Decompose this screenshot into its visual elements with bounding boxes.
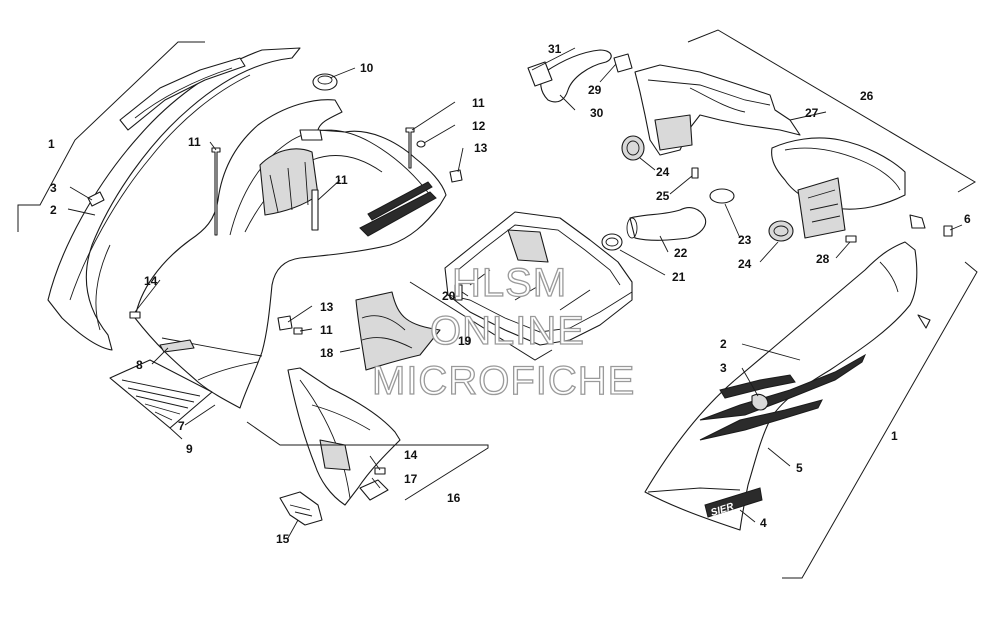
callout-13-bottom: 13 (320, 300, 334, 314)
callout-22: 22 (674, 246, 688, 260)
clip-6 (909, 214, 926, 229)
bracket-15 (279, 491, 323, 526)
callout-26: 26 (860, 89, 874, 103)
clip-13-top (449, 169, 463, 183)
grommet-24-top (621, 135, 645, 161)
rivet-14-lower (374, 467, 386, 475)
callout-30: 30 (590, 106, 604, 120)
callout-2-right: 2 (720, 337, 727, 351)
callout-25: 25 (656, 189, 670, 203)
callout-16: 16 (447, 491, 461, 505)
callout-11-a: 11 (472, 96, 485, 110)
watermark-line1: HLSM (452, 261, 567, 305)
callout-13-top: 13 (474, 141, 488, 155)
callout-18: 18 (320, 346, 334, 360)
left-side-panel (47, 47, 301, 351)
callout-28: 28 (816, 252, 830, 266)
bracket-26 (687, 29, 976, 193)
callout-21: 21 (672, 270, 686, 284)
callout-11-d: 11 (320, 323, 333, 337)
callout-24-right: 24 (738, 257, 752, 271)
clip-6b (943, 225, 953, 237)
callout-27: 27 (805, 106, 819, 120)
heat-shield-18 (355, 291, 441, 371)
bracket-16 (246, 421, 489, 501)
washer-12 (416, 140, 426, 148)
callout-11-c: 11 (335, 173, 348, 187)
callout-3-left: 3 (50, 181, 57, 195)
callout-9: 9 (186, 442, 193, 456)
callout-labels: 1 3 2 10 11 12 13 11 11 14 13 11 18 8 7 … (48, 42, 971, 546)
rivet-14-left (129, 311, 141, 319)
lower-assembly-16 (287, 367, 401, 506)
clip-13-bottom (277, 315, 293, 331)
callout-3-right: 3 (720, 361, 727, 375)
callout-23: 23 (738, 233, 752, 247)
callout-31: 31 (548, 42, 562, 56)
watermark: HLSM ONLINE MICROFICHE (371, 260, 635, 403)
callout-14-lower: 14 (404, 448, 418, 462)
hood-assembly (109, 99, 447, 429)
callout-24-top: 24 (656, 165, 670, 179)
ring-21 (601, 233, 623, 251)
leader-lines (67, 47, 963, 539)
boot-22 (629, 207, 707, 241)
callout-20: 20 (442, 289, 456, 303)
right-side-panel (644, 241, 931, 531)
callout-4: 4 (760, 516, 767, 530)
screw-28 (845, 235, 857, 243)
clip-20 (454, 284, 463, 301)
silencer-26 (634, 64, 906, 239)
callout-14-left: 14 (144, 274, 158, 288)
callout-5: 5 (796, 461, 803, 475)
callout-19: 19 (458, 334, 472, 348)
callout-12: 12 (472, 119, 486, 133)
bracket-1-right (782, 261, 978, 579)
callout-6: 6 (964, 212, 971, 226)
bracket-19 (409, 281, 553, 361)
callout-1-right: 1 (891, 429, 898, 443)
bracket-1-left (17, 41, 205, 232)
clamp-23 (709, 188, 735, 204)
callout-15: 15 (276, 532, 290, 546)
watermark-line2: ONLINE (430, 309, 585, 353)
grommet-24-right (768, 220, 794, 242)
screws-11 (211, 127, 415, 335)
callout-17: 17 (404, 472, 418, 486)
callout-7: 7 (178, 419, 185, 433)
callout-29: 29 (588, 83, 602, 97)
callout-11-b: 11 (188, 135, 201, 149)
callout-8: 8 (136, 358, 143, 372)
airbox-19 (444, 211, 633, 346)
watermark-line3: MICROFICHE (372, 359, 635, 403)
callout-1-left: 1 (48, 137, 55, 151)
callout-2-left: 2 (50, 203, 57, 217)
callout-10: 10 (360, 61, 374, 75)
hose-30 (527, 49, 633, 103)
pin-25 (691, 167, 699, 179)
